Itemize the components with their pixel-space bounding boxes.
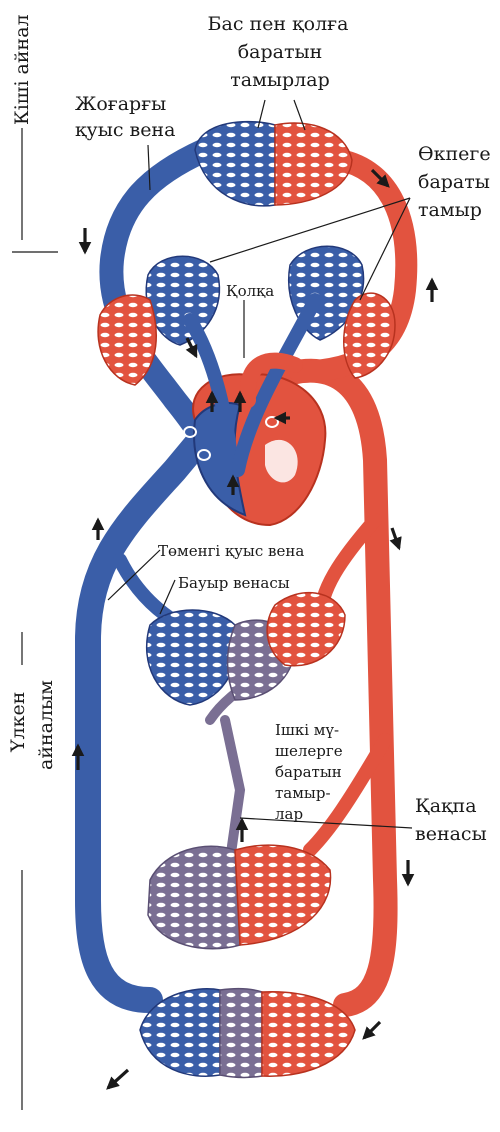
lower-organ-capillaries-artery — [235, 845, 331, 945]
systemic-circulation-line-1: Үлкен — [7, 692, 29, 753]
head-capillaries-vein — [195, 122, 275, 206]
pulmonary-circulation-label: Кіші айнал — [11, 14, 33, 125]
right-lung-capillaries-artery — [344, 293, 395, 378]
head-arms-vessels-line-3: тамырлар — [230, 69, 329, 91]
left-lung-capillaries-vein — [146, 256, 219, 345]
head-arms-vessels-line-2: баратын — [238, 41, 323, 63]
internal-organ-line-1: Ішкі мү- — [275, 721, 339, 739]
internal-organ-line-4: тамыр- — [275, 784, 331, 802]
head-capillaries-artery — [275, 123, 352, 205]
head-arms-vessels-line-1: Бас пен қолға — [208, 13, 349, 35]
systemic-circulation-label: Үлкен айналым — [7, 680, 57, 770]
lung-vessels-label: Өкпеге бараты тамыр — [418, 143, 491, 221]
lower-organ-capillaries-mixed — [148, 846, 240, 949]
superior-vena-cava-line-1: Жоғарғы — [75, 93, 166, 115]
portal-vein-label: Қақпа венасы — [415, 795, 487, 845]
inferior-vena-cava-label: Төменгі қуыс вена — [158, 542, 304, 560]
lung-vessels-line-3: тамыр — [418, 199, 482, 221]
portal-vein-line-1: Қақпа — [415, 795, 477, 817]
liver-capillaries-vein — [147, 610, 238, 705]
internal-organ-vessels-label: Ішкі мү- шелерге баратын тамыр- лар — [275, 721, 343, 823]
aorta-label: Қолқа — [226, 282, 274, 300]
internal-organ-line-2: шелерге — [275, 742, 343, 760]
upper-organ-capillaries-artery — [267, 593, 345, 666]
systemic-circulation-line-2: айналым — [35, 680, 57, 770]
left-lung-capillaries-artery — [98, 295, 156, 385]
internal-organ-line-5: лар — [275, 805, 303, 823]
superior-vena-cava-line-2: қуыс вена — [75, 119, 175, 141]
internal-organ-line-3: баратын — [275, 763, 342, 781]
superior-vena-cava-label: Жоғарғы қуыс вена — [75, 93, 175, 141]
hepatic-vein-label: Бауыр венасы — [178, 574, 290, 592]
lung-vessels-line-1: Өкпеге — [418, 143, 491, 165]
head-arms-vessels-label: Бас пен қолға баратын тамырлар — [208, 13, 349, 91]
body-capillaries-mixed — [220, 989, 262, 1078]
portal-vein-line-2: венасы — [415, 823, 487, 845]
side-dividers — [12, 128, 58, 1110]
lung-vessels-line-2: бараты — [418, 171, 490, 193]
